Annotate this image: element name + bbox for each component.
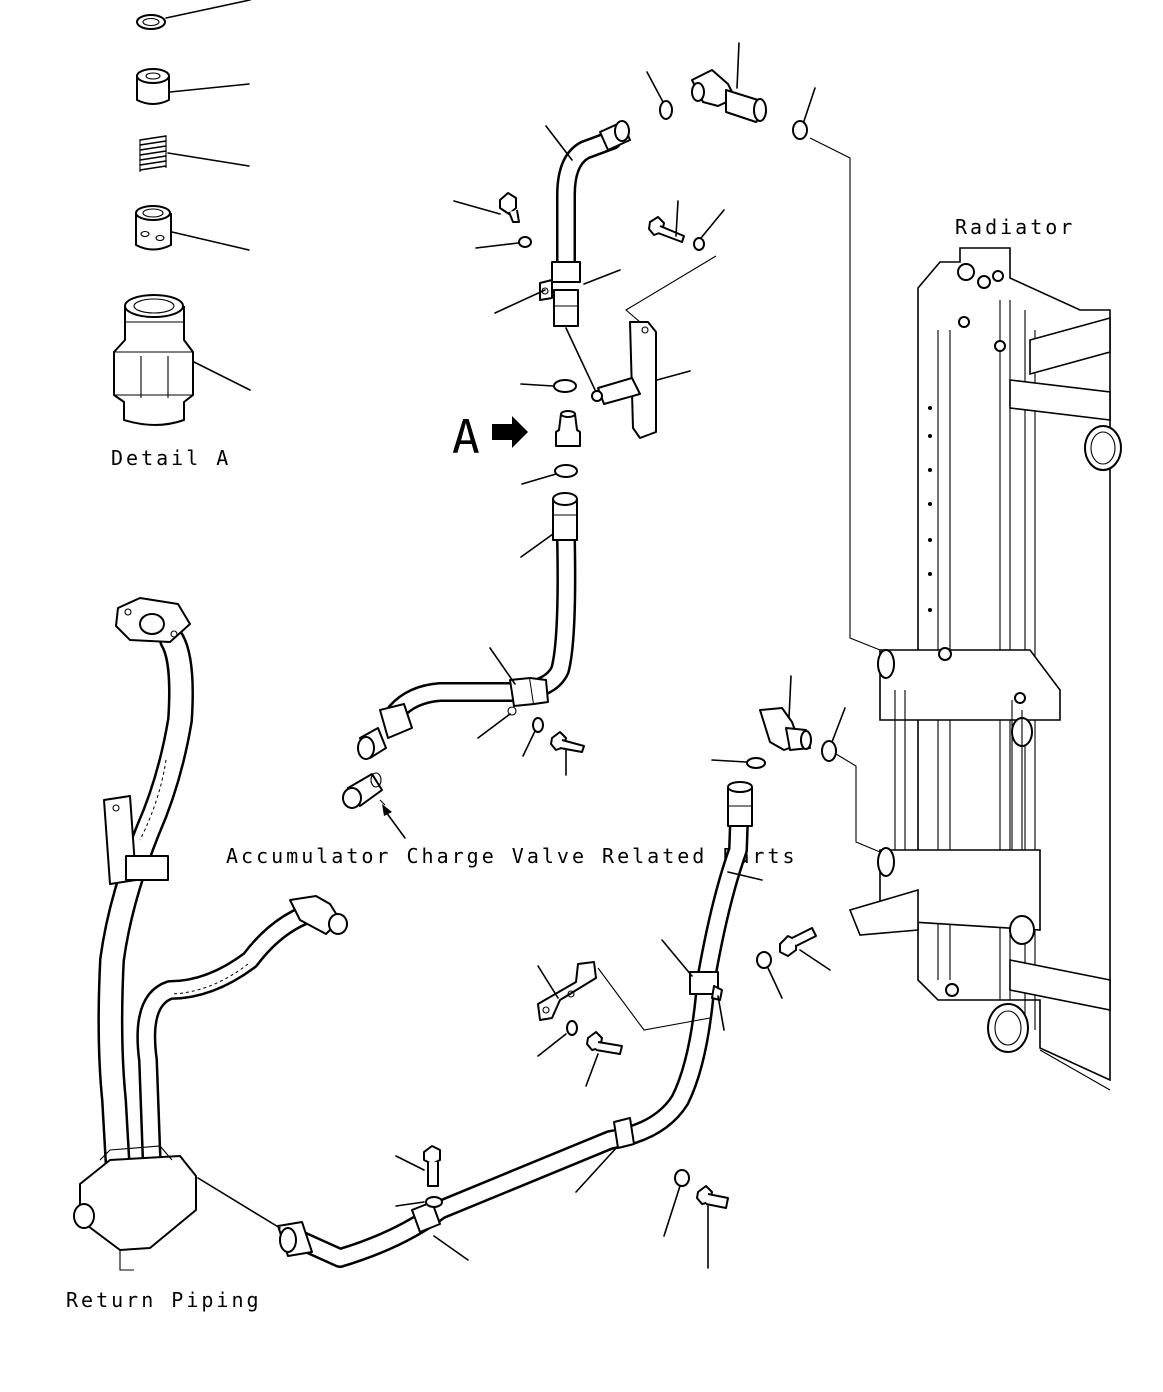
hose-clamp-middle (507, 677, 549, 716)
left-elbow-fitting (289, 895, 348, 935)
adapter-fitting-a (555, 410, 581, 447)
bolt-return-d (395, 1145, 441, 1187)
valve-spool-part (135, 205, 250, 251)
radiator-connector-upper (809, 137, 881, 651)
accumulator-arrow-icon (382, 804, 392, 816)
snap-ring-part (136, 0, 251, 30)
bolt-return-b (779, 927, 831, 971)
return-hose-top-fitting (727, 781, 753, 827)
washer-return-c (663, 1169, 690, 1237)
washer-return-a (537, 1020, 578, 1057)
radiator-frame (848, 247, 1122, 1091)
bolt-return-a (585, 1031, 623, 1087)
o-ring-top-right (792, 87, 816, 140)
detail-a-label: Detail A (111, 446, 231, 470)
fitting-body-part (113, 294, 251, 426)
elbow-fitting-top (691, 42, 767, 123)
hose-end-fitting-bottom (357, 703, 413, 760)
radiator-label: Radiator (955, 215, 1075, 239)
o-ring-top-left (646, 71, 673, 120)
return-hose-clamp-middle (613, 1117, 635, 1149)
return-bracket (537, 961, 711, 1031)
o-ring-lower-left (711, 757, 766, 769)
radiator-connector-lower (835, 753, 881, 853)
washer-mid (477, 713, 544, 757)
accumulator-hose (357, 492, 578, 760)
o-ring-a-lower (521, 464, 578, 485)
washer-return-d (395, 1196, 443, 1208)
tube-nut-top (599, 120, 631, 151)
return-piping-label: Return Piping (66, 1288, 262, 1312)
elbow-fitting-lower (759, 675, 812, 751)
left-piping (73, 597, 348, 1271)
bolt-small-upper (453, 192, 520, 223)
mounting-bracket (591, 255, 717, 439)
bolt-return-c (696, 1185, 729, 1269)
return-hose-clamp-upper (689, 971, 723, 1001)
accumulator-label: Accumulator Charge Valve Related Parts (226, 844, 798, 868)
bolt-upper-right (648, 200, 685, 243)
hose-end-fitting-top (552, 492, 578, 541)
spring-part (139, 135, 250, 172)
detail-a-group (113, 0, 251, 426)
arrow-a-label: A (452, 410, 480, 464)
return-hose-bottom-fitting (277, 1221, 313, 1257)
return-hose-clamp-lower (411, 1201, 441, 1233)
return-valve-block (73, 1145, 197, 1271)
return-hose (277, 781, 763, 1268)
tube-clamp (539, 261, 581, 327)
o-ring-lower-right (821, 707, 846, 762)
o-ring-a-upper (520, 379, 577, 393)
accumulator-charge-valve (342, 772, 386, 809)
washer-upper-right (693, 209, 725, 251)
left-top-flange (115, 597, 191, 643)
bolt-mid (550, 731, 585, 776)
accumulator-leader (385, 811, 406, 839)
washer-return-b (756, 951, 783, 999)
bushing-part (136, 68, 250, 105)
arrow-a-icon (492, 416, 528, 448)
left-hose-bracket (103, 795, 169, 885)
washer-upper-left (475, 236, 532, 249)
upper-tube-assembly (494, 120, 631, 393)
